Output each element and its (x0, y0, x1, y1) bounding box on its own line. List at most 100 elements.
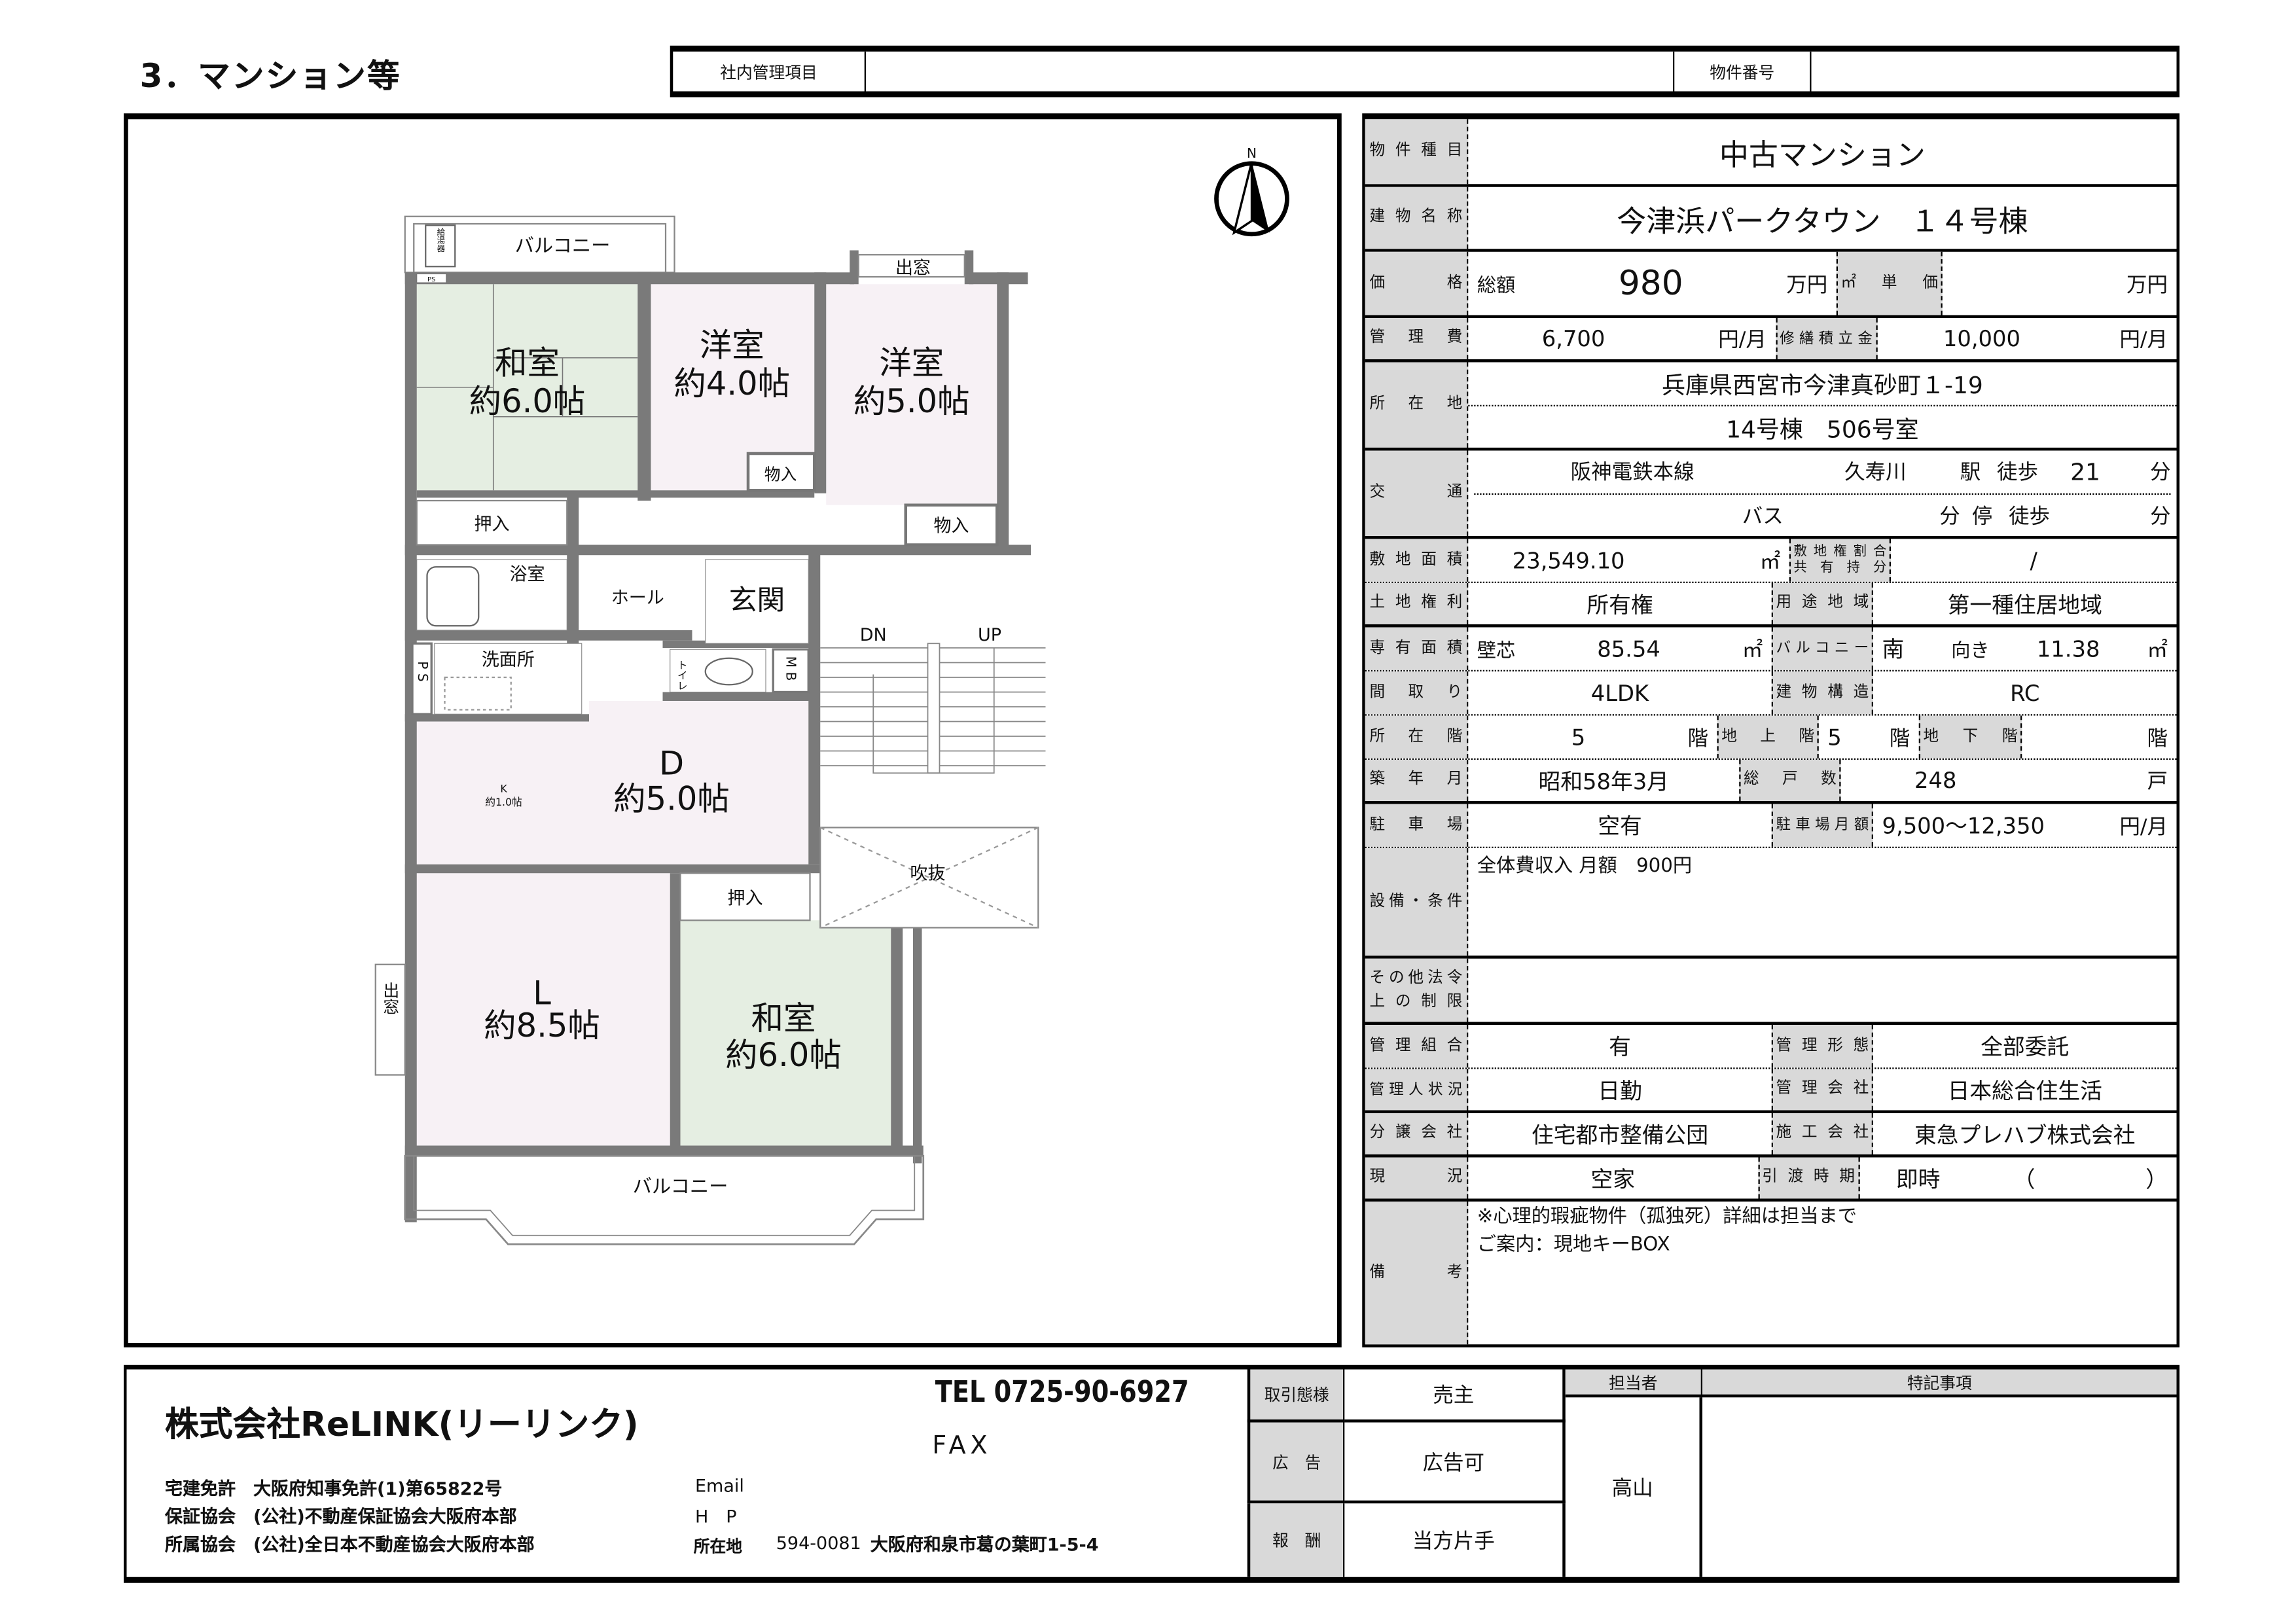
walk-minutes: 21 (2070, 457, 2100, 486)
fee-label: 報 酬 (1247, 1503, 1345, 1577)
below-floors-unit: 階 (2147, 726, 2168, 751)
property-details-table: 物件種目 中古マンション 建物名称 今津浜パークタウン １４号棟 価格 総額 9… (1362, 113, 2179, 1347)
mgmt-fee-unit: 円/月 (1718, 328, 1767, 352)
price-value: 980 (1618, 264, 1683, 303)
fee-value: 当方片手 (1344, 1503, 1566, 1577)
bay-window-left-label: 出窓 (381, 982, 400, 1015)
kitchen-size: 約1.0帖 (485, 796, 522, 808)
notes-field[interactable] (1702, 1397, 2177, 1577)
units-suffix: 戸 (2147, 770, 2168, 794)
status-label: 現況 (1369, 1168, 1463, 1186)
land-share-label-1: 敷地権割合 (1793, 544, 1887, 560)
union-label: 管理組合 (1369, 1036, 1463, 1054)
mgmt-co-label: 管理会社 (1776, 1079, 1869, 1097)
closet-1 (746, 452, 816, 492)
above-floors-unit: 階 (1889, 726, 1910, 751)
remarks-line1: ※心理的瑕疵物件（孤独死）詳細は担当まで (1477, 1205, 1857, 1228)
pipe-space (411, 642, 433, 715)
meter-box (772, 648, 810, 694)
developer-value: 住宅都市整備公団 (1531, 1121, 1708, 1148)
bath-label: 浴室 (510, 565, 545, 585)
floor-area-method: 壁芯 (1477, 640, 1516, 663)
association-text: 所属協会 (公社)全日本不動産協会大阪府本部 (165, 1534, 535, 1556)
bay-window-top-label: 出窓 (895, 259, 931, 279)
living-name: L (533, 974, 551, 1012)
room-youshitsu-2 (826, 284, 997, 505)
washitsu-1-size: 約6.0帖 (469, 382, 586, 420)
legal-value (1468, 959, 2176, 1022)
void-label: 吹抜 (910, 863, 946, 883)
transport-station: 久寿川 (1844, 461, 1907, 485)
type-value: 中古マンション (1719, 136, 1926, 172)
balcony-direction-suffix: 向き (1951, 640, 1990, 663)
handover-note: （ ） (2013, 1165, 2168, 1192)
guarantee-text: 保証協会 (公社)不動産保証協会大阪府本部 (165, 1506, 517, 1527)
tel-number: TEL 0725-90-6927 (935, 1374, 1189, 1410)
above-floors-label: 地上階 (1721, 726, 1814, 745)
ad-value: 広告可 (1344, 1422, 1566, 1504)
postal-code: 594-0081 (776, 1533, 861, 1554)
built-label: 築年月 (1369, 770, 1463, 789)
parking-value: 空有 (1598, 813, 1642, 840)
repair-value: 10,000 (1943, 325, 2020, 352)
remarks-label: 備考 (1369, 1262, 1463, 1281)
location-label: 所在地 (693, 1537, 742, 1557)
water-heater (425, 224, 456, 268)
parking-fee-unit: 円/月 (2119, 815, 2168, 839)
washitsu-2-name: 和室 (751, 999, 816, 1037)
water-heater-label: 給湯器 (436, 228, 445, 253)
stairs-down-label: DN (860, 625, 887, 645)
price-label: 価格 (1369, 273, 1463, 291)
address-line1: 兵庫県西宮市今津真砂町１-19 (1468, 363, 2177, 406)
balcony-area: 11.38 (2036, 635, 2100, 662)
structure-label: 建物構造 (1776, 683, 1869, 701)
internal-label: 社内管理項目 (673, 51, 866, 92)
mgmt-type-value: 全部委託 (1981, 1033, 2070, 1061)
bus-min-unit: 分 (1939, 505, 1960, 529)
dining-size: 約5.0帖 (613, 780, 730, 818)
balcony-direction: 南 (1882, 636, 1905, 663)
hall-label: ホール (611, 588, 664, 609)
bathtub-icon (426, 566, 480, 627)
oshiire-1 (416, 499, 568, 546)
remarks-line2: ご案内：現地キーBOX (1477, 1234, 1670, 1257)
mgmt-type-label: 管理形態 (1776, 1036, 1869, 1054)
units-value: 248 (1914, 767, 1957, 794)
builder-value: 東急プレハブ株式会社 (1914, 1121, 2136, 1148)
youshitsu-2-name: 洋室 (879, 344, 944, 382)
land-right-value: 所有権 (1587, 591, 1653, 618)
balcony-bottom (404, 1154, 925, 1245)
closet-2-label: 物入 (934, 516, 969, 536)
oshiire-1-label: 押入 (475, 514, 510, 535)
station-suffix: 駅 (1960, 461, 1981, 485)
stop-min-unit: 分 (2150, 505, 2171, 529)
repair-unit: 円/月 (2119, 328, 2168, 352)
parking-label: 駐車場 (1369, 815, 1463, 833)
balcony-top-label: バルコニー (515, 234, 611, 257)
manager-value: 日勤 (1598, 1077, 1642, 1104)
ps-small-label: PS (427, 276, 436, 283)
washitsu-2-size: 約6.0帖 (725, 1036, 842, 1074)
company-address: 大阪府和泉市葛の葉町1-5-4 (870, 1534, 1099, 1556)
room-dining (589, 701, 810, 865)
developer-label: 分譲会社 (1369, 1124, 1463, 1142)
washitsu-1-name: 和室 (495, 344, 560, 382)
room-kitchen (416, 721, 594, 865)
mgmt-co-value: 日本総合住生活 (1947, 1077, 2102, 1104)
stop-walk-label: 徒歩 (2009, 505, 2050, 529)
oshiire-2 (679, 872, 811, 921)
balcony-bottom-label: バルコニー (633, 1175, 728, 1198)
name-value: 今津浜パークタウン １４号棟 (1617, 202, 2028, 238)
type-label: 物件種目 (1369, 141, 1463, 160)
manager-label: 管理人状況 (1369, 1081, 1463, 1098)
transport-line: 阪神電鉄本線 (1570, 461, 1695, 485)
entrance-label: 玄関 (729, 584, 785, 617)
internal-value-field[interactable] (866, 51, 1675, 92)
room-living (416, 873, 670, 1146)
status-value: 空家 (1590, 1165, 1636, 1192)
mgmt-fee-label: 管理費 (1369, 329, 1463, 347)
zoning-value: 第一種住居地域 (1947, 591, 2102, 618)
equipment-value: 全体費収入 月額 900円 (1477, 855, 1693, 878)
